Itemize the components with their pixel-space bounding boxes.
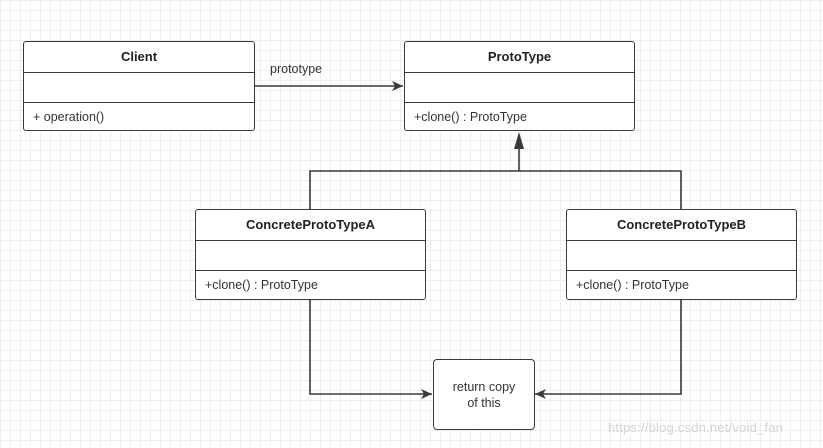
note-link-concrete-b [535, 300, 682, 399]
generalization-line-concrete-a [309, 170, 519, 209]
class-concrete-prototype-a[interactable]: ConcreteProtoTypeA +clone() : ProtoType [195, 209, 426, 300]
operation: +clone() : ProtoType [414, 110, 527, 124]
operation: + operation() [33, 110, 105, 124]
class-name: ConcreteProtoTypeA [196, 210, 425, 241]
association-label: prototype [270, 62, 323, 76]
attributes-compartment [405, 73, 634, 103]
attributes-compartment [196, 241, 425, 271]
note-return-copy[interactable]: return copy of this [433, 359, 535, 430]
attributes-compartment [567, 241, 796, 271]
attributes-compartment [24, 73, 254, 103]
operation: +clone() : ProtoType [576, 278, 689, 292]
class-name: ProtoType [405, 42, 634, 73]
generalization-line-concrete-b [519, 170, 682, 209]
generalization-arrowhead [514, 132, 524, 149]
class-prototype[interactable]: ProtoType +clone() : ProtoType [404, 41, 635, 131]
class-name: Client [24, 42, 254, 73]
class-client[interactable]: Client + operation() [23, 41, 255, 131]
watermark-url: https://blog.csdn.net/void_fan [608, 420, 784, 435]
operation: +clone() : ProtoType [205, 278, 318, 292]
note-link-concrete-a [309, 300, 432, 399]
class-concrete-prototype-b[interactable]: ConcreteProtoTypeB +clone() : ProtoType [566, 209, 797, 300]
class-name: ConcreteProtoTypeB [567, 210, 796, 241]
